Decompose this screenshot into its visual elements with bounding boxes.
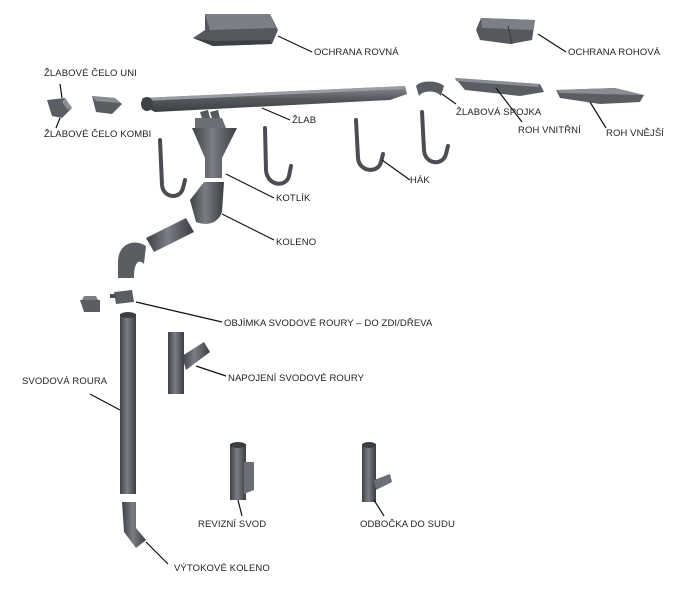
label-vytokove-koleno: VÝTOKOVÉ KOLENO	[174, 563, 270, 574]
label-zlabove-celo-uni: ŽLABOVÉ ČELO UNI	[44, 68, 137, 79]
zlabove-celo-parts	[47, 96, 122, 118]
label-ochrana-rohova: OCHRANA ROHOVÁ	[568, 47, 661, 58]
vytokove-koleno-part	[122, 502, 146, 548]
objimka-parts	[80, 290, 134, 312]
zlab-part	[141, 86, 407, 112]
roh-vnitrni-part	[455, 78, 544, 96]
label-svodova-roura: SVODOVÁ ROURA	[22, 376, 108, 387]
ochrana-rohova-part	[476, 18, 535, 45]
zlabova-spojka-part	[416, 81, 444, 96]
kotlik-part	[192, 110, 237, 178]
label-napojeni: NAPOJENÍ SVODOVÉ ROURY	[228, 373, 365, 384]
roh-vnejsi-part	[556, 88, 644, 104]
label-zlabova-spojka: ŽLABOVÁ SPOJKA	[456, 107, 542, 118]
hak-parts	[158, 110, 450, 198]
label-objimka: OBJÍMKA SVODOVÉ ROURY – DO ZDI/DŘEVA	[224, 318, 433, 329]
svodova-roura-part	[120, 312, 136, 494]
label-odbocka: ODBOČKA DO SUDU	[360, 519, 455, 530]
label-zlab: ŽLAB	[292, 115, 317, 126]
label-hak: HÁK	[410, 175, 430, 186]
label-revizni-svod: REVIZNÍ SVOD	[198, 519, 267, 530]
label-roh-vnitrni: ROH VNITŘNÍ	[518, 125, 581, 136]
odbocka-part	[362, 442, 392, 502]
label-kotlik: KOTLÍK	[276, 193, 311, 204]
label-zlabove-celo-kombi: ŽLABOVÉ ČELO KOMBI	[44, 129, 152, 140]
leader-lines	[55, 33, 607, 565]
revizni-svod-part	[230, 442, 254, 500]
napojeni-part	[168, 332, 210, 394]
koleno-part	[118, 182, 224, 278]
ochrana-rovna-part	[193, 14, 278, 46]
label-koleno: KOLENO	[276, 237, 317, 248]
label-ochrana-rovna: OCHRANA ROVNÁ	[314, 47, 399, 58]
label-roh-vnejsi: ROH VNĚJŠÍ	[606, 128, 665, 139]
